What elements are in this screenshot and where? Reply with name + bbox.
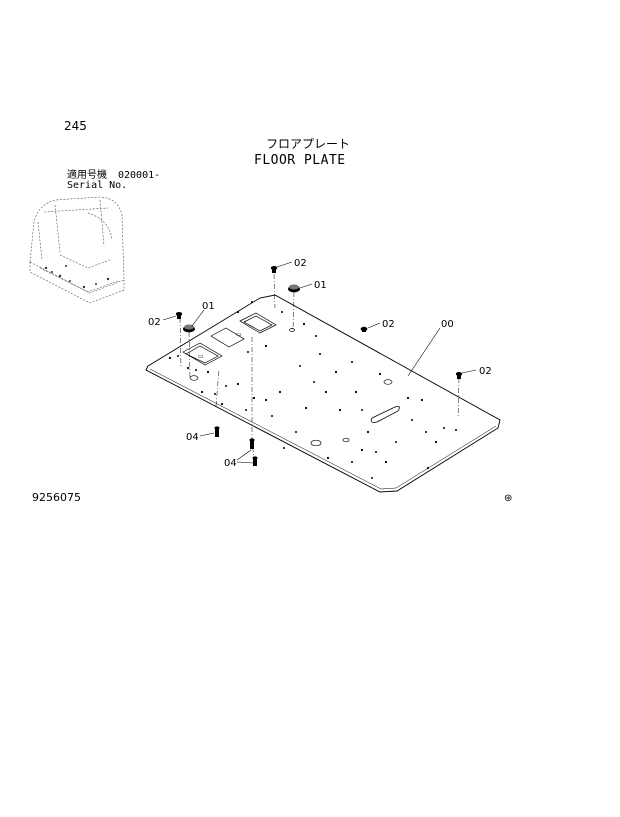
cab-thumbnail bbox=[29, 196, 125, 304]
cab-floor-detail bbox=[44, 265, 110, 289]
callout-00-plate: 00 bbox=[441, 319, 454, 330]
part-02-left bbox=[175, 312, 183, 319]
callout-04-left: 04 bbox=[186, 432, 199, 443]
serial-label-japanese: 適用号機 bbox=[67, 170, 107, 181]
serial-label-english: Serial No. bbox=[67, 180, 128, 191]
plate-markings: ▭ ▭ bbox=[198, 331, 242, 360]
part-02-center bbox=[360, 326, 368, 332]
title-english: FLOOR PLATE bbox=[254, 153, 346, 168]
callout-02-right: 02 bbox=[479, 366, 492, 377]
callout-02-center: 02 bbox=[382, 319, 395, 330]
part-04-mid bbox=[249, 438, 255, 449]
plate-holes-large bbox=[189, 328, 393, 447]
part-02-top bbox=[270, 266, 278, 273]
callout-02-top: 02 bbox=[294, 258, 307, 269]
part-01-top bbox=[288, 284, 300, 293]
part-04-bottom bbox=[252, 456, 258, 466]
part-01-left bbox=[183, 324, 195, 333]
serial-value: 020001- bbox=[118, 170, 161, 181]
assembly-lines bbox=[179, 273, 460, 463]
page-number: 245 bbox=[64, 119, 87, 133]
drawing-number: 9256075 bbox=[32, 491, 81, 504]
plate-holes-small bbox=[168, 301, 457, 479]
title-japanese: フロアプレート bbox=[266, 137, 351, 151]
callout-04-bottom: 04 bbox=[224, 458, 237, 469]
plate-opening-left bbox=[182, 342, 223, 366]
floor-plate bbox=[145, 294, 501, 493]
plate-opening-center bbox=[210, 327, 245, 348]
svg-text:▭: ▭ bbox=[236, 331, 242, 338]
part-04-left bbox=[214, 426, 220, 437]
callout-02-left: 02 bbox=[148, 317, 161, 328]
part-02-right bbox=[455, 372, 463, 379]
corner-mark-icon: ⊛ bbox=[504, 493, 512, 504]
callout-01-left: 01 bbox=[202, 301, 215, 312]
plate-opening-right bbox=[239, 312, 277, 334]
svg-text:▭: ▭ bbox=[198, 353, 204, 360]
callout-01-top: 01 bbox=[314, 280, 327, 291]
plate-slot bbox=[370, 406, 400, 423]
leader-lines bbox=[162, 261, 477, 464]
